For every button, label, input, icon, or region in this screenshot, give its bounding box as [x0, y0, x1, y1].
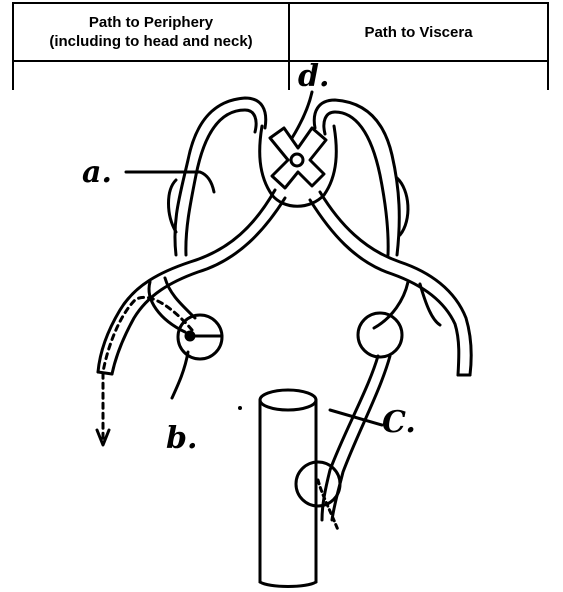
grey-matter-x: [270, 128, 326, 188]
right-sympathetic-ganglion: [358, 313, 402, 357]
pointer-b: [172, 352, 188, 398]
splanchnic-nerve-outer: [322, 356, 378, 520]
label-d: d.: [298, 59, 329, 94]
label-c: C.: [382, 405, 416, 440]
label-a: a.: [82, 155, 112, 190]
right-ventral-root-inner: [310, 200, 459, 375]
left-ventral-root-inner: [112, 198, 285, 374]
left-nerve-end: [98, 372, 112, 374]
right-gray-ramus: [420, 284, 440, 325]
left-ventral-root-outer: [98, 190, 275, 372]
right-ventral-root-outer: [320, 192, 471, 375]
stray-dot: [238, 406, 242, 410]
aorta-top: [260, 390, 316, 410]
aorta-bottom: [260, 582, 316, 587]
right-white-ramus: [374, 282, 408, 328]
label-b: b.: [166, 421, 197, 456]
central-canal: [291, 154, 303, 166]
